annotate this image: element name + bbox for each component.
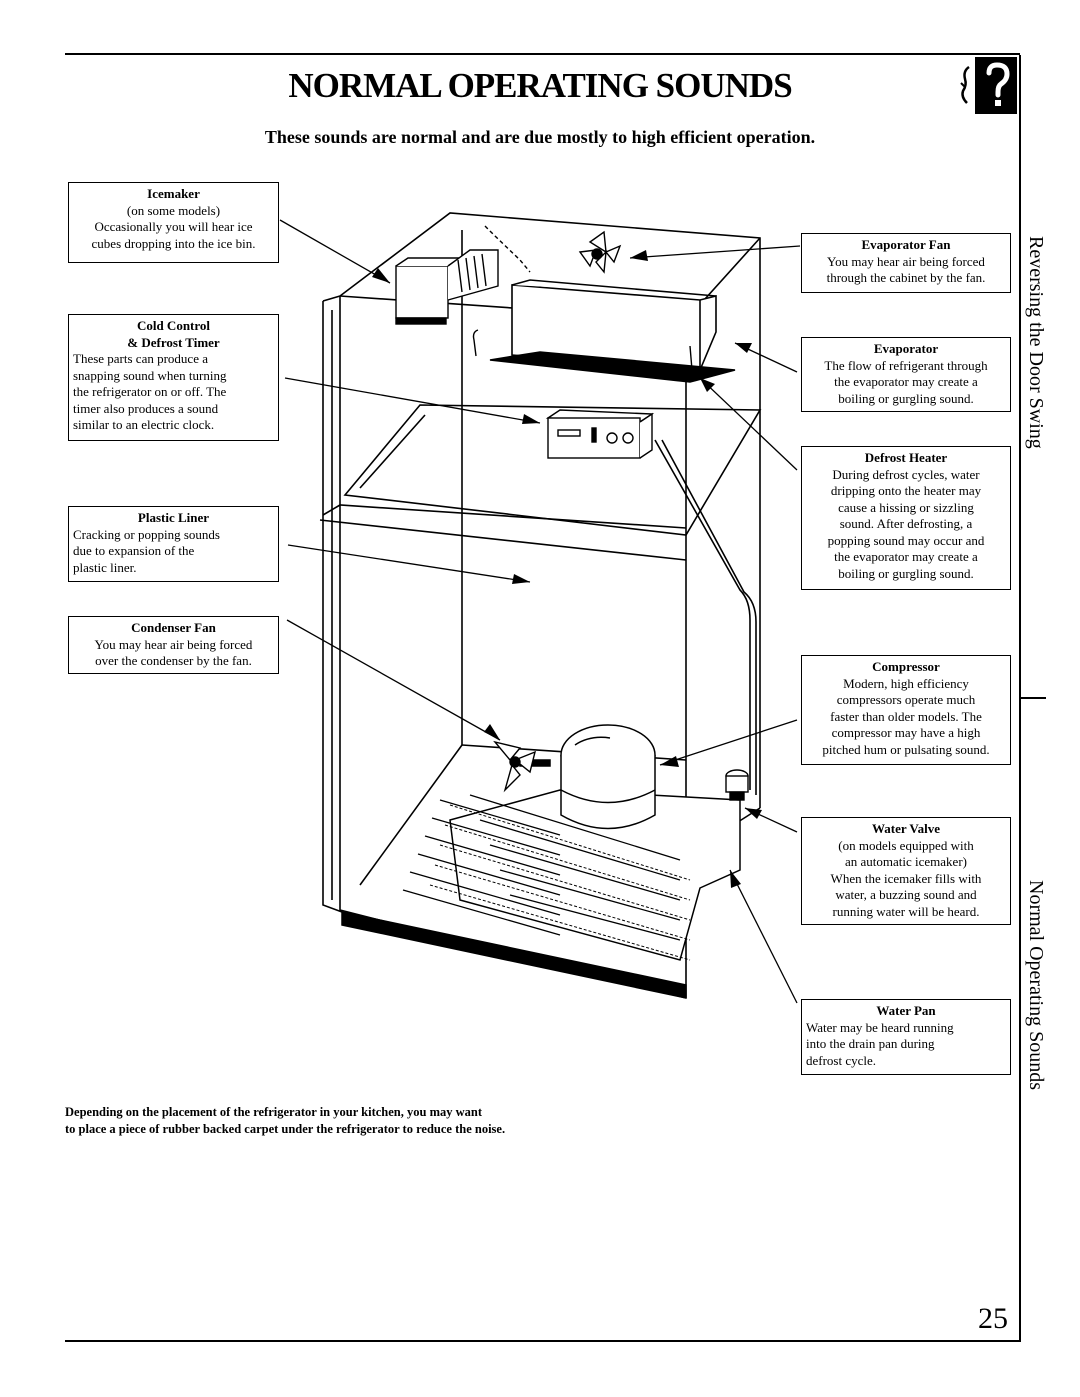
callout-text-line: through the cabinet by the fan. bbox=[826, 270, 986, 285]
callout-text-line: snapping sound when turning bbox=[73, 367, 227, 383]
callout-condenser-fan: Condenser Fan You may hear air being for… bbox=[68, 616, 279, 674]
callout-plastic-liner: Plastic Liner Cracking or popping sounds… bbox=[68, 506, 279, 582]
callout-text-line: plastic liner. bbox=[73, 559, 137, 575]
callout-text-line: Occasionally you will hear ice bbox=[94, 219, 253, 234]
callout-text-line: an automatic icemaker) bbox=[845, 854, 967, 869]
top-rule bbox=[65, 53, 1020, 55]
callout-text-line: faster than older models. The bbox=[830, 708, 982, 724]
callout-heading: Water Valve bbox=[871, 821, 940, 836]
callout-compressor: Compressor Modern, high efficiency compr… bbox=[801, 655, 1011, 765]
callout-text-line: When the icemaker fills with bbox=[830, 870, 982, 886]
bottom-rule bbox=[65, 1340, 1020, 1342]
callout-text-line: You may hear air being forced bbox=[827, 253, 985, 269]
footnote-line: Depending on the placement of the refrig… bbox=[65, 1105, 482, 1119]
page-number: 25 bbox=[978, 1302, 1008, 1335]
callout-text-line: cause a hissing or sizzling bbox=[838, 499, 974, 515]
callout-text-line: During defrost cycles, water bbox=[832, 466, 980, 482]
callout-water-valve: Water Valve (on models equipped with an … bbox=[801, 817, 1011, 925]
callout-heading: Condenser Fan bbox=[131, 620, 216, 635]
callout-text-line: dripping onto the heater may bbox=[830, 483, 982, 498]
question-mark-sound-icon bbox=[960, 57, 1017, 114]
callout-heading: Evaporator bbox=[873, 341, 939, 356]
callout-text-line: Cracking or popping sounds bbox=[73, 526, 220, 542]
callout-text-line: The flow of refrigerant through bbox=[824, 357, 988, 373]
callout-text-line: sound. After defrosting, a bbox=[839, 516, 973, 531]
callout-text-line: Modern, high efficiency bbox=[843, 675, 969, 691]
callout-text-line: similar to an electric clock. bbox=[73, 417, 215, 432]
callout-heading: Evaporator Fan bbox=[861, 237, 951, 252]
callout-text-line: boiling or gurgling sound. bbox=[838, 390, 974, 406]
callout-text-line: compressor may have a high bbox=[831, 725, 981, 740]
callout-text-line: You may hear air being forced bbox=[94, 636, 253, 652]
side-rule bbox=[1019, 55, 1021, 1342]
callout-heading: Defrost Heater bbox=[864, 450, 948, 465]
callout-text-line: timer also produces a sound bbox=[73, 400, 219, 416]
callout-text-line: compressors operate much bbox=[836, 692, 976, 707]
callout-text-line: boiling or gurgling sound. bbox=[838, 565, 974, 581]
callout-text-line: over the condenser by the fan. bbox=[95, 653, 252, 668]
callout-text-line: running water will be heard. bbox=[832, 903, 980, 919]
footnote-line: to place a piece of rubber backed carpet… bbox=[65, 1122, 506, 1136]
callout-text-line: These parts can produce a bbox=[73, 351, 208, 366]
callout-text-line: the evaporator may create a bbox=[834, 374, 978, 389]
callout-evaporator: Evaporator The flow of refrigerant throu… bbox=[801, 337, 1011, 412]
callout-text-line: (on models equipped with bbox=[838, 837, 974, 853]
callout-text-line: water, a buzzing sound and bbox=[835, 887, 977, 902]
callout-text-line: (on some models) bbox=[126, 202, 221, 218]
callout-defrost-heater: Defrost Heater During defrost cycles, wa… bbox=[801, 446, 1011, 590]
callout-text-line: the evaporator may create a bbox=[834, 549, 978, 564]
callout-evaporator-fan: Evaporator Fan You may hear air being fo… bbox=[801, 233, 1011, 293]
callout-heading: Water Pan bbox=[876, 1003, 936, 1018]
page-subtitle: These sounds are normal and are due most… bbox=[264, 127, 816, 147]
callout-text-line: due to expansion of the bbox=[73, 543, 195, 558]
callout-heading: & Defrost Timer bbox=[127, 334, 220, 350]
callout-text-line: cubes dropping into the ice bin. bbox=[91, 235, 256, 251]
callout-icemaker: Icemaker (on some models) Occasionally y… bbox=[68, 182, 279, 263]
callout-heading: Icemaker bbox=[147, 186, 200, 201]
callout-text-line: into the drain pan during bbox=[806, 1036, 935, 1051]
callout-water-pan: Water Pan Water may be heard running int… bbox=[801, 999, 1011, 1075]
callout-text-line: defrost cycle. bbox=[806, 1052, 877, 1068]
page-title: Normal Operating Sounds bbox=[288, 66, 792, 105]
footnote: Depending on the placement of the refrig… bbox=[65, 1104, 645, 1138]
callout-text-line: Water may be heard running bbox=[806, 1019, 954, 1035]
callout-heading: Compressor bbox=[872, 659, 940, 674]
tab-divider bbox=[1021, 697, 1046, 699]
callout-text-line: the refrigerator on or off. The bbox=[73, 384, 227, 399]
callout-heading: Plastic Liner bbox=[137, 510, 210, 525]
callout-text-line: popping sound may occur and bbox=[827, 532, 985, 548]
callout-text-line: pitched hum or pulsating sound. bbox=[822, 741, 990, 757]
callout-cold-control: Cold Control & Defrost Timer These parts… bbox=[68, 314, 279, 441]
callout-heading: Cold Control bbox=[136, 318, 211, 333]
